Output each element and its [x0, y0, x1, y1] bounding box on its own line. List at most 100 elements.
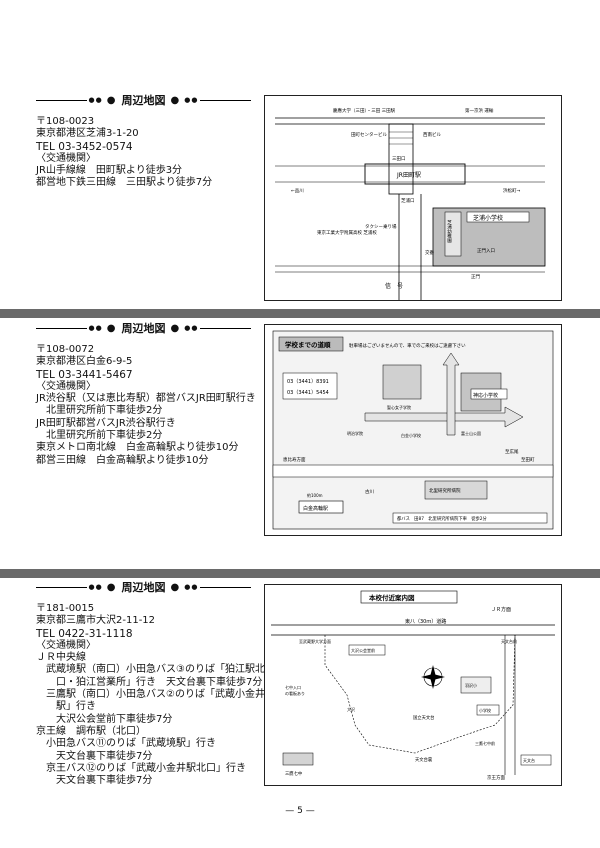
dot-ornament: ●	[170, 94, 181, 106]
map-label: 交番	[425, 249, 434, 256]
dot-ornament: ●●	[88, 96, 103, 104]
map-label: 羽沢小	[465, 682, 477, 688]
section-title: 周辺地図	[121, 322, 166, 335]
map-label: 神応小学校	[473, 392, 498, 399]
section-divider	[0, 309, 600, 318]
map-label: 国立天文台	[413, 714, 434, 721]
map-label: 三田口	[392, 156, 406, 162]
map-label: 恵比寿方面	[283, 456, 306, 463]
transport-line: JR田町駅都営バスJR渋谷駅行き	[36, 417, 176, 429]
dot-ornament: ●●	[184, 324, 199, 332]
map-label: 三鷹七中	[285, 770, 302, 777]
dot-ornament: ●●	[88, 324, 103, 332]
heading-rule-left	[36, 586, 87, 588]
map-note: 駐車場はございませんので、車でのご来校はご遠慮下さい	[349, 342, 466, 349]
postal-code: 〒108-0023	[36, 116, 95, 127]
map-label: 慶應大学（三田）・三田 三田駅	[333, 107, 396, 114]
map-label: 東京工業大学附属高校 芝浦校	[317, 229, 377, 236]
map-label: 京王方面	[487, 774, 505, 781]
area-map-shirokane: 学校までの道順 駐車場はございませんので、車でのご来校はご遠慮下さい 03（34…	[264, 324, 562, 536]
map-label: 三鷹七中前	[475, 740, 495, 746]
map-label: 第一京浜 運輸	[465, 107, 494, 114]
map-label: 北里研究所病院	[429, 487, 461, 494]
map-label: 至田町	[521, 457, 535, 463]
map-label: 東八（30ｍ）道路	[405, 618, 446, 625]
heading-rule-right	[200, 99, 251, 101]
address: 東京都港区白金6-9-5	[36, 356, 133, 368]
map-label: 天文台	[523, 757, 535, 763]
phone-number: TEL 0422-31-1118	[36, 627, 133, 640]
dot-ornament: ●	[106, 581, 117, 593]
transport-line: 都営三田線 白金高輪駅より徒歩10分	[36, 454, 209, 466]
map-label: 大沢公会堂前	[351, 647, 375, 653]
area-map-shibaura: 慶應大学（三田）・三田 三田駅 第一京浜 運輸 田町センタービル 西南ビル 三田…	[264, 95, 562, 301]
phone-number: TEL 03-3441-5467	[36, 368, 133, 381]
map-label: 正門入口	[477, 248, 495, 254]
map-label: の看板あり	[285, 690, 305, 696]
postal-code: 〒108-0072	[36, 344, 95, 355]
dot-ornament: ●●	[184, 583, 199, 591]
transport-line: ＪＲ中央線	[36, 652, 86, 664]
map-phone: 03（3441）5454	[287, 390, 329, 396]
transport-line: 京王線 調布駅（北口）	[36, 725, 146, 737]
dot-ornament: ●●	[184, 96, 199, 104]
section-title: 周辺地図	[121, 581, 166, 594]
transport-line: 北里研究所前下車徒歩2分	[46, 430, 163, 442]
map-label: 正門	[471, 274, 480, 280]
heading-rule-right	[200, 327, 251, 329]
map-label: 明治学院	[347, 430, 363, 436]
map-label: 富士山公園	[461, 430, 481, 436]
map-label: 聖心女子学院	[387, 404, 411, 410]
map-title: 本校付近案内図	[369, 593, 415, 602]
dot-ornament: ●	[106, 94, 117, 106]
map-label: 西南ビル	[423, 131, 441, 138]
section-divider	[0, 569, 600, 578]
map-label: 至広尾	[505, 448, 519, 455]
section-title: 周辺地図	[121, 94, 166, 107]
address-block: 〒108-0072 東京都港区白金6-9-5 TEL 03-3441-5467 …	[36, 344, 266, 467]
transport-line: 京王バス⑫のりば「武蔵小金井駅北口」行き	[46, 762, 246, 774]
transport-line: JR渋谷駅（又は恵比寿駅）都営バスJR田町駅行き	[36, 393, 256, 405]
map-label: ＪＲ方面	[491, 606, 511, 613]
map-label: 古川	[365, 488, 374, 495]
heading-rule-left	[36, 327, 87, 329]
dot-ornament: ●	[170, 322, 181, 334]
school-label: 芝浦小学校	[473, 214, 503, 222]
area-map-mitaka: 本校付近案内図 ＪＲ方面 東八（30ｍ）道路 至武蔵野大学方面 天文台前 大沢公…	[264, 584, 562, 786]
transport-line: 天文台裏下車徒歩7分	[56, 750, 153, 762]
transport-line: 口・狛江営業所」行き 天文台裏下車徒歩7分	[56, 676, 263, 688]
phone-number: TEL 03-3452-0574	[36, 140, 133, 153]
map-title: 学校までの道順	[285, 340, 331, 349]
map-label: 天文台前	[501, 638, 517, 644]
transport-line: 天文台裏下車徒歩7分	[56, 775, 153, 787]
map-label: 七中入口	[285, 684, 301, 690]
dot-ornament: ●●	[88, 583, 103, 591]
map-label: 約100m	[307, 492, 323, 498]
heading-rule-right	[200, 586, 251, 588]
section-heading: ●●● 周辺地図 ●●●	[36, 92, 251, 108]
map-label: 都バス 田87 北里研究所病院下車 徒歩2分	[397, 515, 488, 522]
map-label: 至武蔵野大学方面	[299, 638, 331, 644]
address: 東京都港区芝浦3-1-20	[36, 128, 139, 140]
transport-label: 〈交通機関〉	[36, 639, 96, 651]
transport-line: JR山手線線 田町駅より徒歩3分	[36, 165, 183, 177]
postal-code: 〒181-0015	[36, 603, 95, 614]
transport-line: 武蔵境駅（南口）小田急バス③のりば「狛江駅北	[46, 664, 265, 676]
map-label: 浜松町→	[503, 187, 520, 194]
transport-line: 三鷹駅（南口）小田急バス②のりば「武蔵小金井	[46, 689, 265, 701]
transport-line: 大沢公会堂前下車徒歩7分	[56, 713, 173, 725]
transport-line: 東京メトロ南北線 白金高輪駅より徒歩10分	[36, 442, 239, 454]
transport-line: 北里研究所前下車徒歩2分	[46, 405, 163, 417]
dot-ornament: ●	[170, 581, 181, 593]
transport-line: 駅」行き	[56, 701, 96, 713]
dot-ornament: ●	[106, 322, 117, 334]
section-heading: ●●● 周辺地図 ●●●	[36, 320, 251, 336]
transport-label: 〈交通機関〉	[36, 380, 96, 392]
map-label: 芝浦幼稚園	[447, 219, 452, 244]
map-label: 白金高輪駅	[303, 505, 328, 512]
map-label: 田町センタービル	[351, 131, 387, 138]
transport-label: 〈交通機関〉	[36, 152, 96, 164]
map-label: 芝浦口	[401, 197, 415, 204]
page-number: — 5 —	[285, 806, 315, 816]
transport-line: 小田急バス⑪のりば「武蔵境駅」行き	[46, 738, 216, 750]
